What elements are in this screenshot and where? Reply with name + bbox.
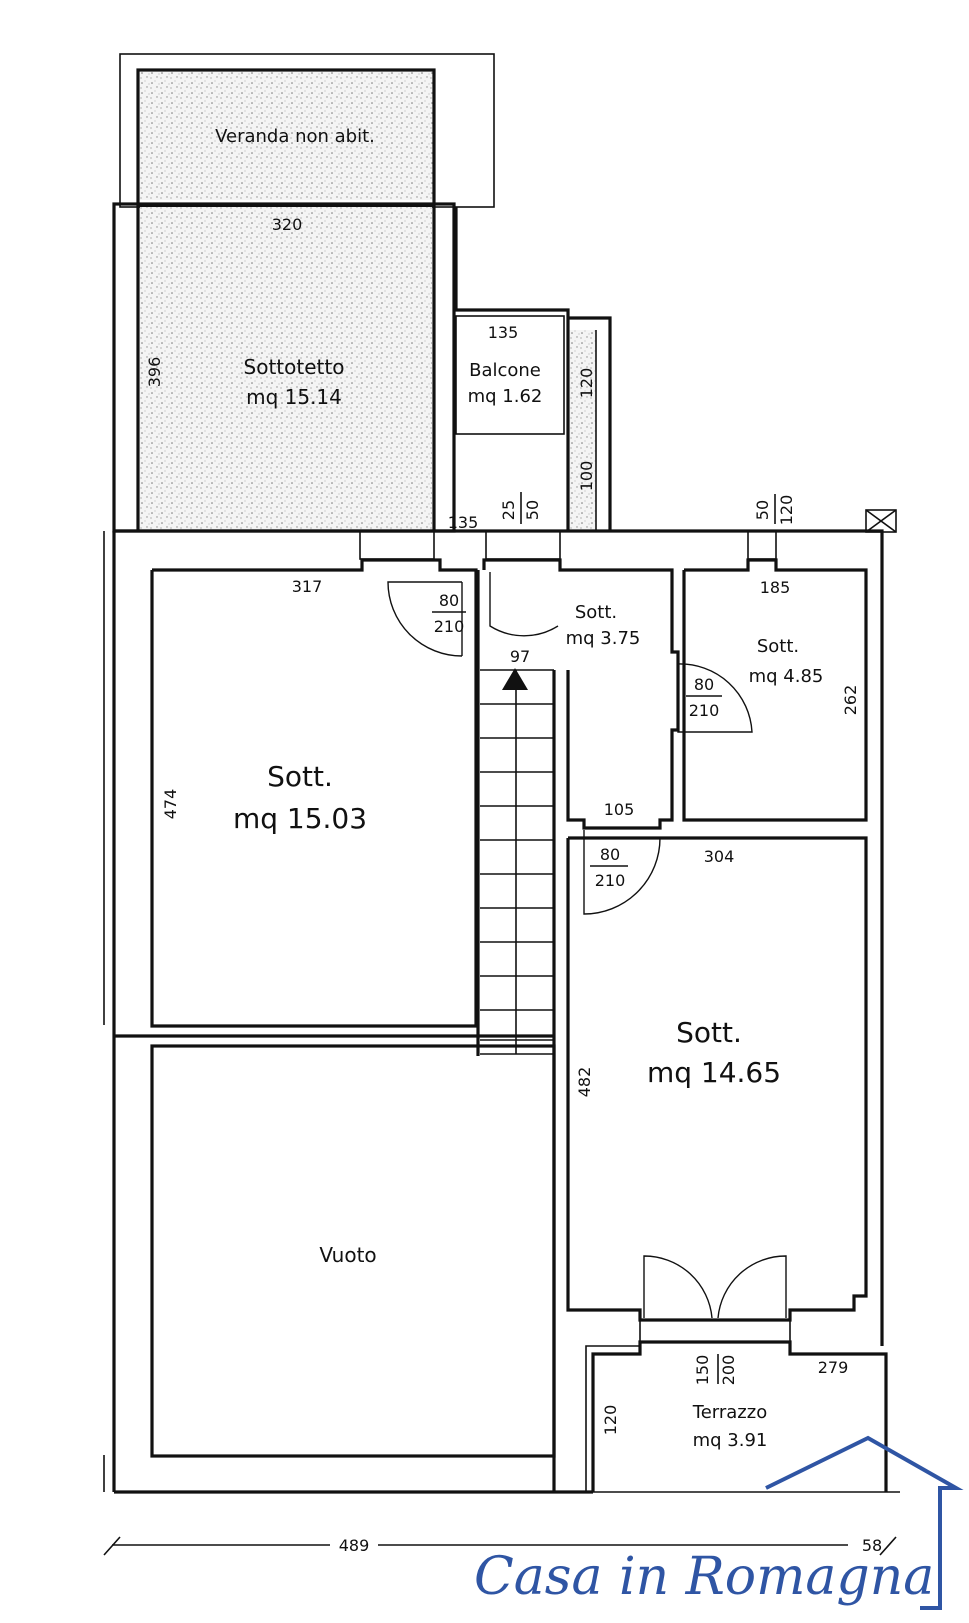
dim-label: 304	[704, 847, 735, 866]
dim-label: 150	[693, 1355, 712, 1386]
vuoto-label: Vuoto	[319, 1243, 376, 1267]
sott-small-area: mq 3.75	[566, 628, 641, 649]
sott-small-name: Sott.	[575, 602, 617, 623]
dim-label: 135	[448, 513, 479, 532]
sott-left-name: Sott.	[267, 760, 333, 793]
dim-label: 25	[499, 500, 518, 520]
sott-small-room	[482, 530, 680, 830]
balcone-name: Balcone	[469, 360, 541, 381]
veranda-label: Veranda non abit.	[215, 126, 375, 147]
dim-label: 185	[760, 578, 791, 597]
stairs	[476, 570, 556, 1056]
sott-right-room	[682, 530, 868, 822]
dim-label: 80	[694, 675, 714, 694]
sott-left-area: mq 15.03	[233, 802, 367, 835]
dim-label: 120	[777, 495, 796, 526]
dim-label: 210	[434, 617, 465, 636]
dim-label: 135	[488, 323, 519, 342]
dim-label: 320	[272, 215, 303, 234]
stair-arrow-icon	[502, 668, 528, 690]
logo: Casa in Romagna	[474, 1435, 964, 1610]
dim-label: 80	[439, 591, 459, 610]
dim-label: 80	[600, 845, 620, 864]
dim-label: 279	[818, 1358, 849, 1377]
dim-label: 58	[862, 1536, 882, 1555]
dim-label: 317	[292, 577, 323, 596]
dim-label: 120	[601, 1405, 620, 1436]
terrazzo-name: Terrazzo	[692, 1402, 767, 1423]
sott-big-room	[552, 836, 868, 1492]
dim-label: 105	[604, 800, 635, 819]
dim-label: 50	[523, 500, 542, 520]
door-swings	[387, 572, 787, 1319]
sottotetto-name: Sottotetto	[244, 355, 345, 379]
sott-left-room	[150, 530, 478, 1028]
dim-label: 262	[841, 685, 860, 716]
sott-big-name: Sott.	[676, 1016, 742, 1049]
sottotetto-area	[112, 202, 456, 533]
dim-label: 200	[719, 1355, 738, 1386]
sott-big-area: mq 14.65	[647, 1056, 781, 1089]
terrazzo-area	[585, 1319, 888, 1492]
sott-right-name: Sott.	[757, 636, 799, 657]
dimension-lines	[103, 492, 897, 1556]
house-icon	[765, 1435, 964, 1610]
dim-label: 120	[577, 368, 596, 399]
dim-label: 474	[161, 789, 180, 820]
dim-label: 489	[339, 1536, 370, 1555]
sott-right-area: mq 4.85	[749, 666, 824, 687]
dim-label: 97	[510, 647, 530, 666]
dim-label: 100	[577, 461, 596, 492]
balcone-area: mq 1.62	[468, 386, 543, 407]
main-outline	[103, 509, 900, 1494]
balcone-area	[454, 207, 612, 531]
dim-label: 210	[595, 871, 626, 890]
terrazzo-area: mq 3.91	[693, 1430, 768, 1451]
sottotetto-area: mq 15.14	[246, 385, 342, 409]
dim-label: 50	[753, 500, 772, 520]
logo-text: Casa in Romagna	[474, 1547, 934, 1607]
dim-label: 210	[689, 701, 720, 720]
dim-label: 482	[575, 1067, 594, 1098]
dim-label: 396	[145, 357, 164, 388]
